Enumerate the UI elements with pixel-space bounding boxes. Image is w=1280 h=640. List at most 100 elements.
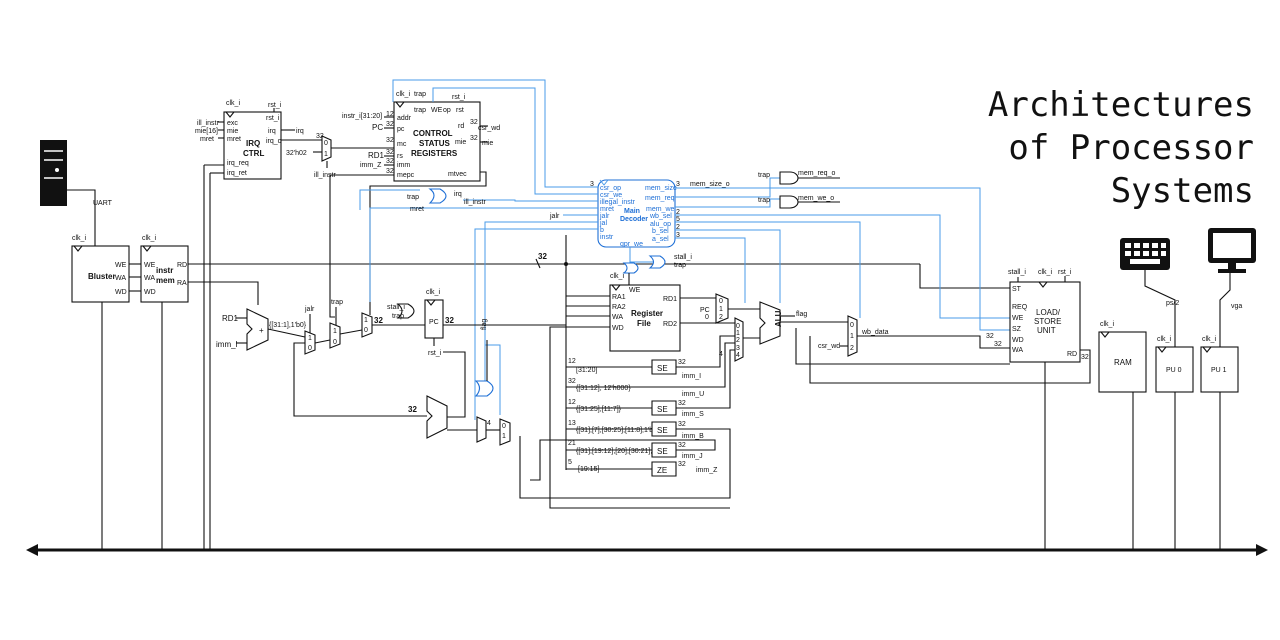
svg-text:clk_i: clk_i (72, 235, 86, 242)
server-icon (40, 140, 67, 206)
svg-text:rst_i: rst_i (452, 94, 466, 101)
svg-text:addr: addr (397, 115, 412, 122)
svg-text:32: 32 (678, 421, 686, 428)
svg-text:3: 3 (676, 181, 680, 188)
svg-text:csr_wd: csr_wd (478, 125, 500, 132)
svg-text:5: 5 (676, 216, 680, 223)
svg-text:imm_J: imm_J (682, 453, 703, 460)
title-line-1: Architectures (987, 85, 1254, 125)
svg-text:rst: rst (456, 107, 464, 114)
svg-text:mret: mret (410, 206, 424, 213)
svg-text:1: 1 (850, 333, 854, 340)
svg-text:0: 0 (308, 345, 312, 352)
svg-text:{[31:12], 12'h000}: {[31:12], 12'h000} (576, 385, 631, 392)
svg-text:Main: Main (624, 208, 640, 215)
svg-text:0: 0 (705, 314, 709, 321)
svg-text:mie: mie (455, 139, 466, 146)
svg-text:ps/2: ps/2 (1166, 300, 1179, 307)
svg-text:op: op (443, 107, 451, 114)
svg-text:rs: rs (397, 153, 403, 160)
svg-text:32: 32 (470, 135, 478, 142)
svg-text:alu_op: alu_op (650, 221, 671, 228)
svg-text:1: 1 (308, 335, 312, 342)
svg-text:4: 4 (736, 352, 740, 359)
svg-text:clk_i: clk_i (226, 100, 240, 107)
svg-text:WE: WE (629, 287, 641, 294)
svg-text:PC: PC (372, 123, 383, 132)
svg-text:LOAD/: LOAD/ (1036, 308, 1061, 317)
svg-text:mret: mret (600, 206, 614, 213)
svg-text:instr_i[31:20]: instr_i[31:20] (342, 113, 382, 120)
ram-block: clk_i RAM (1098, 321, 1147, 393)
alu-block: 0 1 2 0 1 2 3 4 4 ALU flag PC 0 (700, 293, 807, 362)
svg-text:32: 32 (678, 461, 686, 468)
imm-u-row: 32 {[31:12], 12'h000} imm_U (566, 378, 704, 398)
svg-text:RD2: RD2 (663, 321, 677, 328)
svg-text:32: 32 (386, 121, 394, 128)
svg-text:imm_U: imm_U (682, 391, 704, 398)
title-line-2: of Processor (1008, 128, 1254, 168)
uart-label: UART (93, 200, 113, 207)
svg-text:mret: mret (227, 136, 241, 143)
svg-text:mem_we: mem_we (646, 206, 675, 213)
svg-text:imm_S: imm_S (682, 411, 704, 418)
svg-text:irq_req: irq_req (227, 160, 249, 167)
svg-text:imm_Z: imm_Z (360, 162, 382, 169)
svg-text:irq: irq (268, 128, 276, 135)
keyboard-icon (1120, 238, 1170, 270)
svg-text:rst_i: rst_i (428, 350, 442, 357)
svg-text:0: 0 (736, 323, 740, 330)
svg-text:illegal_instr: illegal_instr (600, 199, 636, 206)
svg-text:SZ: SZ (1012, 326, 1022, 333)
svg-text:32: 32 (568, 378, 576, 385)
svg-text:32: 32 (538, 252, 547, 261)
svg-text:32: 32 (408, 405, 417, 414)
bluster-label: Bluster (88, 272, 116, 281)
imm-s-row: 12 {[31:25],[11:7]} SE 32 imm_S (566, 399, 704, 418)
svg-text:WD: WD (144, 289, 156, 296)
svg-text:imm: imm (397, 162, 410, 169)
register-file-block: clk_i WE Register File RA1 RA2 WA WD RD1… (609, 273, 681, 352)
pu1-block: clk_i PU 1 (1200, 336, 1239, 393)
svg-text:32: 32 (386, 137, 394, 144)
svg-text:RA: RA (177, 280, 187, 287)
svg-text:RD: RD (1067, 351, 1077, 358)
svg-text:UNIT: UNIT (1037, 326, 1056, 335)
svg-text:clk_i: clk_i (396, 91, 410, 98)
svg-text:trap: trap (674, 262, 686, 269)
svg-text:32: 32 (386, 149, 394, 156)
svg-text:[31:20]: [31:20] (576, 367, 597, 374)
svg-text:RD: RD (177, 262, 187, 269)
svg-text:1: 1 (333, 328, 337, 335)
svg-text:SE: SE (657, 426, 668, 435)
svg-text:RD1: RD1 (368, 151, 385, 160)
svg-text:{[31:1],1'b0}: {[31:1],1'b0} (269, 322, 307, 329)
svg-text:mie: mie (227, 128, 238, 135)
svg-text:WE: WE (144, 262, 156, 269)
svg-text:jalr: jalr (304, 306, 315, 313)
svg-text:irq_c: irq_c (266, 138, 282, 145)
svg-text:PC: PC (429, 319, 439, 326)
svg-text:mc: mc (397, 141, 407, 148)
svg-text:stall_i: stall_i (674, 254, 692, 261)
svg-text:b: b (600, 227, 604, 234)
svg-text:irq: irq (454, 191, 462, 198)
svg-text:WD: WD (115, 289, 127, 296)
svg-text:clk_i: clk_i (426, 289, 440, 296)
svg-text:{[31],[7],[30:25],[11:8],1'b0}: {[31],[7],[30:25],[11:8],1'b0} (576, 427, 660, 434)
svg-text:32: 32 (374, 316, 383, 325)
svg-text:RA1: RA1 (612, 294, 626, 301)
svg-text:pc: pc (397, 126, 405, 133)
svg-text:imm_I: imm_I (216, 340, 238, 349)
svg-text:32: 32 (386, 158, 394, 165)
svg-text:clk_i: clk_i (1157, 336, 1171, 343)
imm-z-row: 5 [19:15] ZE 32 imm_Z (566, 459, 718, 477)
svg-text:imm_Z: imm_Z (696, 467, 718, 474)
svg-text:PU 0: PU 0 (1166, 367, 1182, 374)
svg-text:jalr: jalr (599, 213, 610, 220)
svg-text:trap: trap (414, 107, 426, 114)
svg-text:13: 13 (568, 420, 576, 427)
csr-block: clk_i trap rst_i trap WE op rst CONTROL … (393, 91, 481, 182)
svg-text:+: + (259, 326, 264, 335)
svg-text:WA: WA (612, 314, 623, 321)
